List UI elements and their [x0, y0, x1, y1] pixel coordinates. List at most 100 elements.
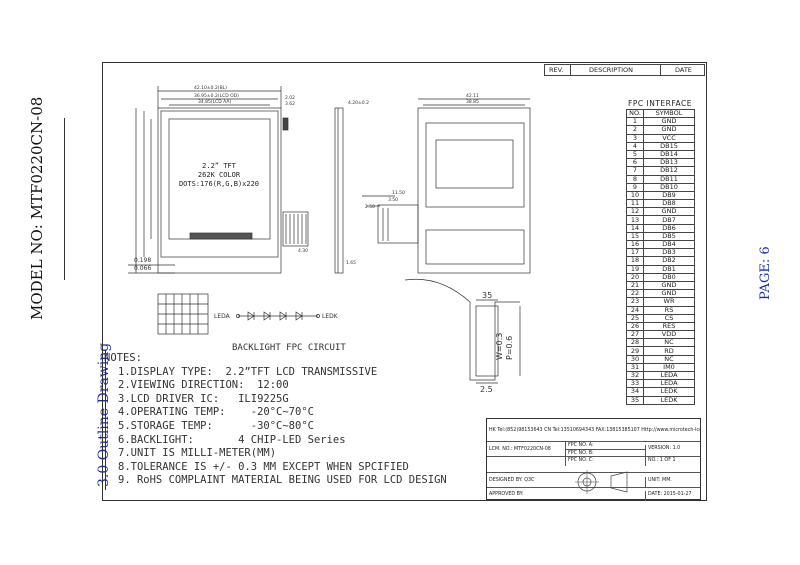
ledk-label: LEDK	[322, 313, 339, 320]
fpc-pin-symbol: GND	[643, 207, 695, 217]
tb-row-3: DESIGNED BY: Q3C UNIT: MM.	[487, 472, 700, 488]
dim-25-text: 2.5	[480, 385, 493, 394]
rear-top-region	[425, 122, 525, 208]
revision-header: REV. DESCRIPTION DATE	[544, 64, 705, 76]
fpc-pin-symbol: WR	[643, 297, 695, 307]
led-3	[279, 311, 287, 321]
dim-p06-text: P=0.6	[505, 336, 514, 360]
note-item: 7.UNIT IS MILLI-METER(MM)	[118, 447, 277, 460]
dim-0066-text: 0.066	[134, 265, 151, 272]
tb-row-1: LCM. NO.: MTF0220CN-08 FPC NO. A: FPC NO…	[487, 441, 700, 457]
contact-info: HK Tel:(852)98153643 CN Tel:13510694343 …	[489, 428, 700, 433]
dim-35-text: 35	[482, 291, 492, 300]
dim-165-text: 1.65	[346, 260, 356, 266]
fpc-interface-title: FPC INTERFACE	[628, 99, 692, 108]
note-item: 4.OPERATING TEMP: -20°C~70°C	[118, 406, 314, 419]
side-view-body	[334, 107, 344, 274]
date-field: DATE: 2015-01-27	[645, 491, 700, 501]
led-2	[263, 311, 271, 321]
note-item: 9. RoHS COMPLAINT MATERIAL BEING USED FO…	[118, 474, 447, 487]
backlight-circuit-title: BACKLIGHT FPC CIRCUIT	[232, 343, 346, 353]
fpc-pin-number: 2	[626, 125, 644, 135]
lcd-text-line2: 262K COLOR	[198, 171, 241, 179]
version-field: VERSION: 1.0	[645, 445, 700, 457]
fpc-pin-number: 8	[626, 174, 644, 184]
fpc-pin-symbol: DB2	[643, 256, 695, 266]
drawing-frame	[102, 62, 707, 501]
dim-350-text: 3.50	[388, 197, 398, 203]
fpc-pin-number: 12	[626, 207, 644, 217]
fpc-pin-number: 7	[626, 166, 644, 176]
note-item: 2.VIEWING DIRECTION: 12:00	[118, 379, 289, 392]
front-outer-outline	[157, 107, 282, 274]
note-item: 6.BACKLIGHT: 4 CHIP-LED Series	[118, 433, 346, 446]
designed-by: DESIGNED BY: Q3C	[489, 478, 535, 483]
model-underline	[64, 118, 65, 280]
rev-divider-2	[660, 65, 661, 75]
dim-1150-text: 11.50	[392, 190, 405, 196]
rear-view-outline	[417, 107, 531, 274]
dim-3885-text: 38.85	[466, 99, 479, 105]
dim-420-text: 4.20±0.2	[348, 100, 369, 106]
tb-row-contact: HK Tel:(852)98153643 CN Tel:13510694343 …	[487, 419, 700, 441]
dim-430-text: 4.30	[298, 248, 308, 254]
note-item: 5.STORAGE TEMP: -30°C~80°C	[118, 419, 314, 432]
section-underline	[105, 350, 106, 490]
fpc-pin-symbol: DB12	[643, 166, 695, 176]
fpc-pin-number: 34	[626, 387, 644, 397]
dim-362-text: 3.62	[285, 101, 295, 107]
dim-0198-text: 0.198	[134, 257, 151, 264]
dim-top2-text: 36.95±0.2(LCD OD)	[194, 93, 239, 99]
fpc-no-b: FPC NO. B:	[565, 449, 645, 457]
active-area-outline	[168, 118, 271, 240]
fpc-no-c: FPC NO. C:	[565, 457, 645, 466]
projection-symbol	[575, 470, 628, 494]
fpc-pin-symbol: RS	[643, 305, 695, 315]
rear-window	[435, 139, 514, 189]
fpc-pin-symbol: GND	[643, 125, 695, 135]
tb-row-4: APPROVED BY: DATE: 2015-01-27	[487, 487, 700, 501]
note-item: 8.TOLERANCE IS +/- 0.3 MM EXCEPT WHEN SP…	[118, 460, 409, 473]
projection-trapezoid	[610, 471, 628, 493]
led-node-k	[316, 314, 320, 318]
tb-row-2: FPC NO. C: NO.: 1 OF 1	[487, 456, 700, 466]
fpc-pin-symbol: RD	[643, 346, 695, 356]
fpc-pin-symbol: LEDK	[643, 395, 695, 405]
fpc-pin-number: 35	[626, 395, 644, 405]
fpc-pin-block	[475, 305, 499, 377]
lcm-number: LCM. NO.: MTF0220CN-08	[489, 447, 551, 452]
ic-region	[189, 232, 253, 240]
fpc-tab	[282, 117, 289, 131]
dim-top3-text: 34.85(LCD AA)	[198, 99, 231, 105]
dim-w03-text: W=0.3	[495, 333, 504, 360]
date-label: DATE	[675, 66, 692, 74]
fpc-pin-number: 23	[626, 297, 644, 307]
rev-divider-1	[570, 65, 571, 75]
dim-250-text: 2.50	[365, 204, 375, 210]
rear-fpc-connector	[377, 204, 419, 244]
leda-label: LEDA	[214, 313, 231, 320]
fpc-pin-number: 24	[626, 305, 644, 315]
note-item: 3.LCD DRIVER IC: ILI9225G	[118, 392, 289, 405]
lcd-text-line1: 2.2” TFT	[202, 162, 237, 170]
lcd-text-line3: DOTS:176(R,G,B)x220	[179, 180, 259, 188]
led-1	[247, 311, 255, 321]
sheet-number: NO.: 1 OF 1	[645, 457, 700, 466]
notes-title: NOTES:	[104, 352, 142, 364]
fpc-pin-symbol: DB11	[643, 174, 695, 184]
fpc-pin-symbol: DB7	[643, 215, 695, 225]
unit-field: UNIT: MM.	[645, 477, 700, 488]
